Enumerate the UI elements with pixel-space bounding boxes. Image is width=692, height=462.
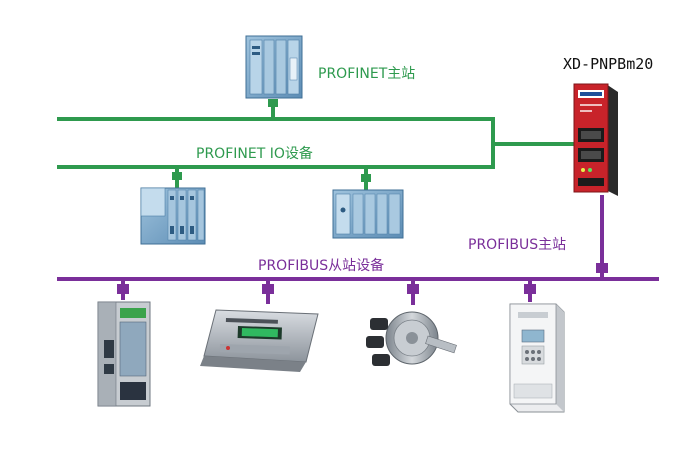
slave3-node	[407, 284, 419, 294]
gateway-model-label: XD-PNPBm20	[563, 55, 654, 73]
slave4-node	[524, 284, 536, 294]
profinet-master-label: PROFINET主站	[318, 66, 416, 82]
profinet-master-node	[268, 99, 278, 107]
frequency-inverter-icon	[509, 303, 565, 413]
weighing-terminal-icon	[200, 309, 319, 372]
io-rack-node	[172, 172, 182, 180]
profibus-master-node	[596, 263, 608, 273]
io-rack-icon	[140, 187, 206, 245]
slave2-node	[262, 284, 274, 294]
profinet-io-label: PROFINET IO设备	[196, 146, 313, 162]
slave1-node	[117, 284, 129, 294]
rotary-encoder-icon	[366, 311, 457, 366]
profibus-slave-label: PROFIBUS从站设备	[258, 258, 385, 274]
profibus-master-label: PROFIBUS主站	[468, 237, 567, 253]
drive-coupler-icon	[97, 301, 151, 407]
profibus-network	[57, 195, 659, 305]
io-module-node	[361, 174, 371, 182]
plc-rack-icon	[245, 35, 303, 99]
io-module-icon	[332, 189, 404, 239]
gateway-icon	[573, 83, 618, 196]
profinet-network	[57, 99, 582, 190]
